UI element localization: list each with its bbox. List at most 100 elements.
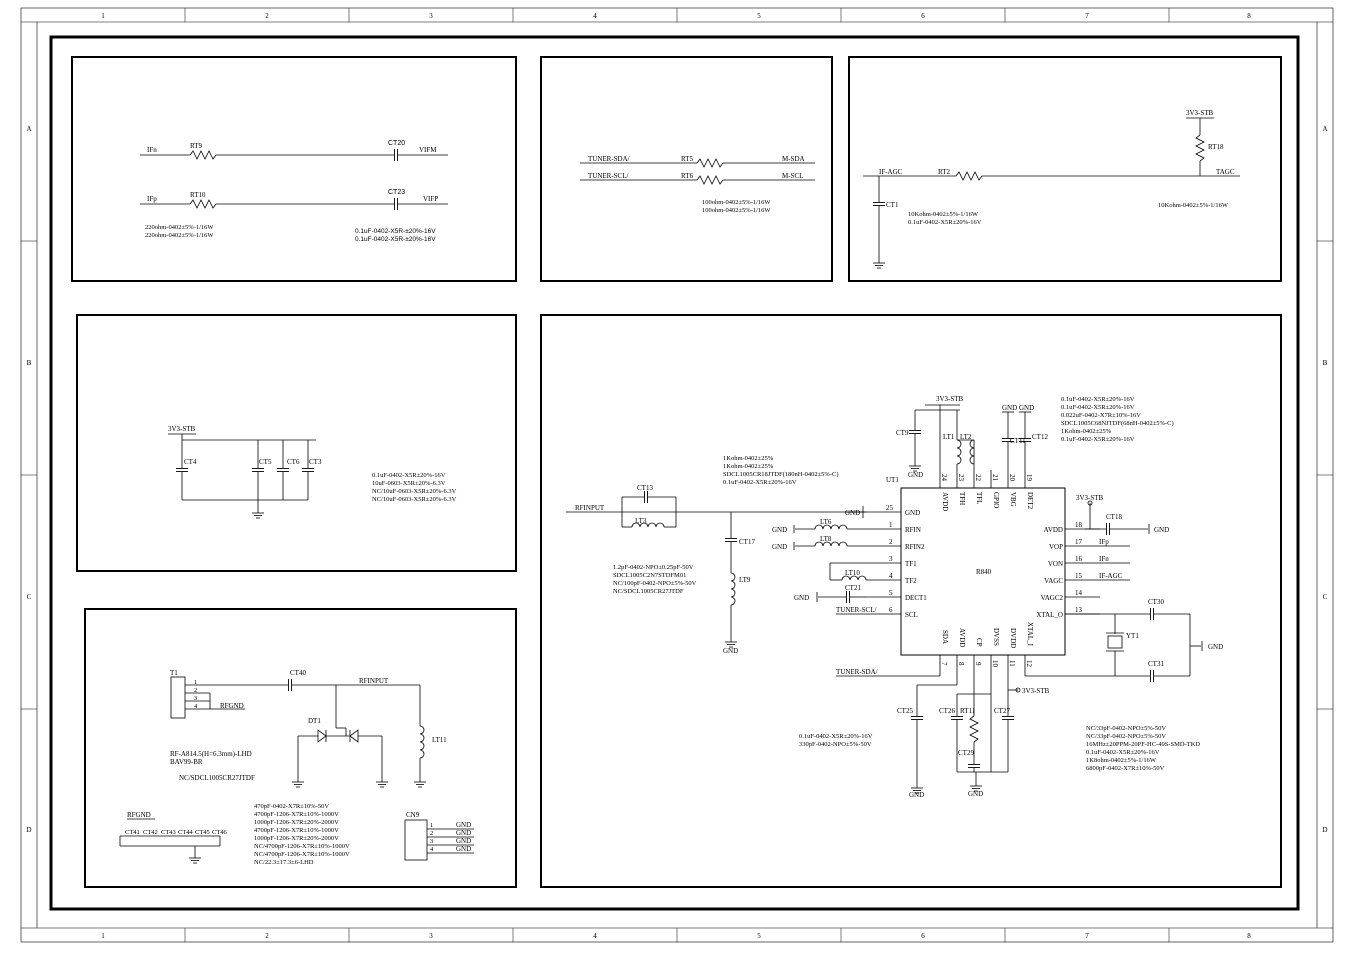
row-label: C [27,593,32,601]
pin-name: GND [905,509,920,517]
pin-number: 3 [889,555,893,563]
value-label: NC/4700pF-1206-X7R±10%-1000V [254,843,350,850]
pin-name: VON [1048,560,1063,568]
ref-label: CT42 [143,829,158,836]
ref-label: LT1 [943,433,955,441]
ref-label: CT11 [1010,437,1026,445]
value-label: NC/SDCL1005CR27JTDF [613,588,684,595]
net-label: RFGND [220,702,244,710]
net-label: TUNER-SDA/ [588,155,630,163]
value-label: 0.1uF-0402-X5R-±20%-16V [355,228,436,235]
ref-label: LT9 [739,576,751,584]
net-label: GND [456,821,471,829]
ref-label: CT18 [1106,513,1122,521]
ref-label: LT8 [820,535,832,543]
value-label: NC/33pF-0402-NPO±5%-50V [1086,733,1166,740]
ref-label: CT23 [388,189,405,196]
pin-name: DET2 [1026,492,1034,510]
net-label: VIFM [419,146,437,154]
net-label: IF-AGC [879,168,903,176]
ref-label: CT12 [1032,433,1048,441]
net-label: 3V3-STB [168,425,196,433]
value-label: 0.1uF-0402-X5R±20%-16V [1061,436,1135,443]
pin-name: VBG [1009,492,1017,507]
ref-label: CT1 [886,201,899,209]
net-label: 3V3-STB [936,395,964,403]
col-label: 7 [1085,932,1089,940]
pin-number: 12 [1025,660,1033,668]
tuner-block: R840 UT1 GND 25 RFIN 1 RFIN2 2 TF1 3 TF2… [540,314,1282,888]
value-label: NC/10uF-0603-X5R±20%-6.3V [372,496,457,503]
value-label: 1000pF-1206-X7R±20%-2000V [254,819,339,826]
col-label: 2 [265,932,269,940]
ref-label: CT45 [195,829,210,836]
value-label: 220ohm-0402±5%-1/16W [145,232,214,239]
row-label: B [1323,359,1328,367]
value-label: SDCL1005CR18JTDF(180nH-0402±5%-C) [723,471,839,478]
value-label: 0.1uF-0402-X5R±20%-16V [1061,404,1135,411]
value-label: 0.1uF-0402-X5R-±20%-16V [355,236,436,243]
net-label: GND [772,526,787,534]
net-label: GND [968,790,983,798]
pin-name: AVDD [941,492,949,511]
value-label: 1000pF-1206-X7R±20%-2000V [254,835,339,842]
pin-number: 21 [991,474,999,482]
net-label: GND [845,509,860,517]
value-label: 0.1uF-0402-X5R±20%-16V [372,472,446,479]
pin-number: 3 [430,838,433,845]
pin-name: VAGC [1044,577,1063,585]
agc-block: 3V3-STB RT18 IF-AGC RT2 TAGC CT1 10Kohm-… [848,56,1282,282]
net-label: GND [1019,404,1034,412]
tuner-ic [900,487,1066,656]
value-label: 1.2pF-0402-NPO±0.25pF-50V [613,564,694,571]
value-label: 10uF-0603-X5R±20%-6.3V [372,480,446,487]
ref-label: CT44 [178,829,194,836]
ref-label: CT17 [739,538,755,546]
value-label: 0.022uF-0402-X7R±10%-16V [1061,412,1141,419]
col-label: 3 [429,12,433,20]
net-label: GND [1208,643,1223,651]
net-label: GND [1154,526,1169,534]
value-label: NC/4700pF-1206-X7R±10%-1000V [254,851,350,858]
ref-label: CT3 [309,458,322,466]
col-label: 1 [101,932,105,940]
net-label: TUNER-SCL/ [588,172,629,180]
pin-name: CP [975,638,983,647]
value-label: 220ohm-0402±5%-1/16W [145,224,214,231]
value-label: 0.1uF-0402-X5R±20%-16V [723,479,797,486]
pin-number: 7 [940,662,948,666]
ref-label: LT11 [432,736,447,744]
frame-labels: 1 2 3 4 5 6 7 8 1 2 3 4 5 6 7 8 A B C D … [26,12,1327,940]
pin-name: SDA [941,630,949,644]
pin-name: TF2 [905,577,917,585]
pin-number: 16 [1075,555,1083,563]
value-label: NC/33pF-0402-NPO±5%-50V [1086,725,1166,732]
value-label: 470pF-0402-X7R±10%-50V [254,803,329,810]
col-label: 4 [593,932,597,940]
pin-name: XTAL_I [1026,622,1034,647]
value-label: 0.1uF-0402-X5R±20%-16V [799,733,873,740]
value-label: 4700pF-1206-X7R±10%-1000V [254,811,339,818]
pin-number: 3 [194,695,197,702]
ref-label: UT1 [886,476,899,484]
pin-number: 10 [991,660,999,668]
net-label: GND [772,543,787,551]
col-label: 2 [265,12,269,20]
pin-number: 14 [1075,589,1083,597]
net-label: 3V3-STB [1076,494,1104,502]
pin-number: 1 [889,521,893,529]
ref-label: RT6 [681,172,694,180]
net-label: M-SCL [782,172,803,180]
value-label: 4700pF-1206-X7R±10%-1000V [254,827,339,834]
pin-name: RFIN [905,526,921,534]
pin-number: 17 [1075,538,1083,546]
value-label: NC/100pF-0402-NPO±5%-50V [613,580,697,587]
pin-number: 18 [1075,521,1083,529]
value-label: 100ohm-0402±5%-1/16W [702,199,771,206]
row-label: C [1323,593,1328,601]
pin-number: 13 [1075,606,1083,614]
if-output-block: IFn RT9 CT20 VIFM IFp RT10 CT23 VIFP 220… [71,56,517,282]
ref-label: LT6 [820,518,832,526]
value-label: BAV99-BR [170,758,203,766]
